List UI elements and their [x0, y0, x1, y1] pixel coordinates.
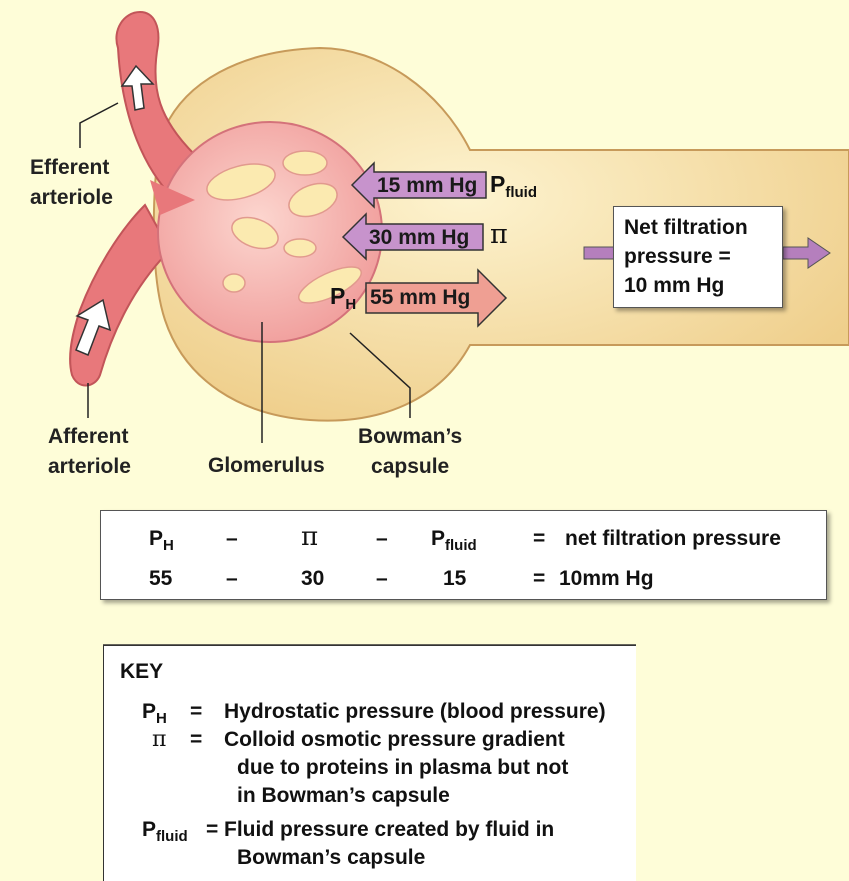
- pi-value: 30 mm Hg: [369, 226, 470, 249]
- glomerulus-pores: [206, 150, 362, 304]
- eq-minus-2-row2: –: [376, 567, 388, 590]
- eq-pfluid-sub: fluid: [445, 537, 477, 554]
- eq-minus-2: –: [376, 527, 388, 550]
- key-pi-desc-2: due to proteins in plasma but not: [237, 756, 569, 779]
- eq-minus-1-row2: –: [226, 567, 238, 590]
- eq-pfluid-p: P: [431, 527, 446, 550]
- efferent-flow-arrow: [120, 64, 155, 111]
- afferent-label-line1: Afferent: [48, 425, 129, 448]
- eq-pfluid: Pfluid: [431, 527, 477, 554]
- p-fluid-symbol: Pfluid: [490, 171, 537, 201]
- eq-ph-sub: H: [163, 537, 174, 554]
- key-ph-equals: =: [190, 700, 203, 723]
- afferent-arteriole-label: Afferent arteriole: [48, 422, 131, 482]
- key-pi-symbol: π: [152, 727, 167, 752]
- key-title: KEY: [120, 660, 164, 683]
- key-pf-p: P: [142, 818, 157, 841]
- key-pi-equals: =: [190, 728, 203, 751]
- eq-ph-p: P: [149, 527, 164, 550]
- arrow-pi: [341, 212, 484, 261]
- efferent-arteriole: [115, 10, 197, 202]
- eq-result-label: net filtration pressure: [565, 527, 781, 550]
- eq-equals: =: [533, 527, 546, 550]
- net-box-line3: 10 mm Hg: [624, 274, 725, 297]
- key-pi-desc-3: in Bowman’s capsule: [237, 784, 450, 807]
- key-pfluid-equals: =: [206, 818, 219, 841]
- eq-ph-value: 55: [149, 567, 173, 590]
- net-filtration-box: Net filtration pressure = 10 mm Hg: [613, 206, 783, 308]
- equation-box: PH – π – Pfluid = net filtration pressur…: [100, 510, 827, 600]
- key-ph-symbol: PH: [142, 700, 167, 727]
- bowmans-capsule-label: Bowman’s capsule: [358, 422, 462, 482]
- net-box-line1: Net filtration: [624, 216, 748, 239]
- arrow-p-fluid: [350, 161, 487, 209]
- key-pfluid-symbol: Pfluid: [142, 818, 188, 845]
- arrow-p-h: [365, 268, 508, 328]
- p-h-symbol-sub: H: [345, 296, 357, 313]
- p-h-symbol: PH: [330, 283, 356, 313]
- efferent-label-line1: Efferent: [30, 156, 110, 179]
- bowmans-label-line1: Bowman’s: [358, 425, 463, 448]
- afferent-arteriole: [69, 203, 172, 387]
- key-pfluid-desc-1: Fluid pressure created by fluid in: [224, 818, 555, 841]
- p-fluid-value: 15 mm Hg: [377, 174, 478, 197]
- net-box-line2: pressure =: [624, 245, 731, 268]
- p-fluid-symbol-sub: fluid: [505, 184, 537, 201]
- eq-ph: PH: [149, 527, 174, 554]
- afferent-label-line2: arteriole: [48, 455, 131, 478]
- p-h-value: 55 mm Hg: [370, 286, 471, 309]
- key-pi-desc-1: Colloid osmotic pressure gradient: [224, 728, 565, 751]
- key-pfluid-desc-2: Bowman’s capsule: [237, 846, 426, 869]
- p-fluid-symbol-p: P: [490, 171, 506, 197]
- glomerulus: [150, 121, 383, 343]
- glomerulus-label: Glomerulus: [208, 454, 325, 477]
- efferent-arteriole-label: Efferent arteriole: [30, 153, 113, 213]
- eq-pfluid-value: 15: [443, 567, 467, 590]
- leader-lines: [79, 102, 411, 443]
- eq-pi-value: 30: [301, 567, 325, 590]
- key-ph-desc: Hydrostatic pressure (blood pressure): [224, 700, 606, 723]
- eq-minus-1: –: [226, 527, 238, 550]
- key-ph-p: P: [142, 700, 157, 723]
- pi-symbol: π: [490, 219, 508, 250]
- p-h-symbol-p: P: [330, 283, 346, 309]
- eq-equals-row2: =: [533, 567, 546, 590]
- bowmans-label-line2: capsule: [371, 455, 450, 478]
- key-ph-sub: H: [156, 710, 167, 727]
- key-box: KEY PH = Hydrostatic pressure (blood pre…: [103, 645, 636, 881]
- key-pf-sub: fluid: [156, 828, 188, 845]
- eq-pi: π: [301, 522, 319, 552]
- afferent-flow-arrow: [75, 298, 112, 356]
- eq-result-value: 10mm Hg: [559, 567, 654, 590]
- efferent-label-line2: arteriole: [30, 186, 113, 209]
